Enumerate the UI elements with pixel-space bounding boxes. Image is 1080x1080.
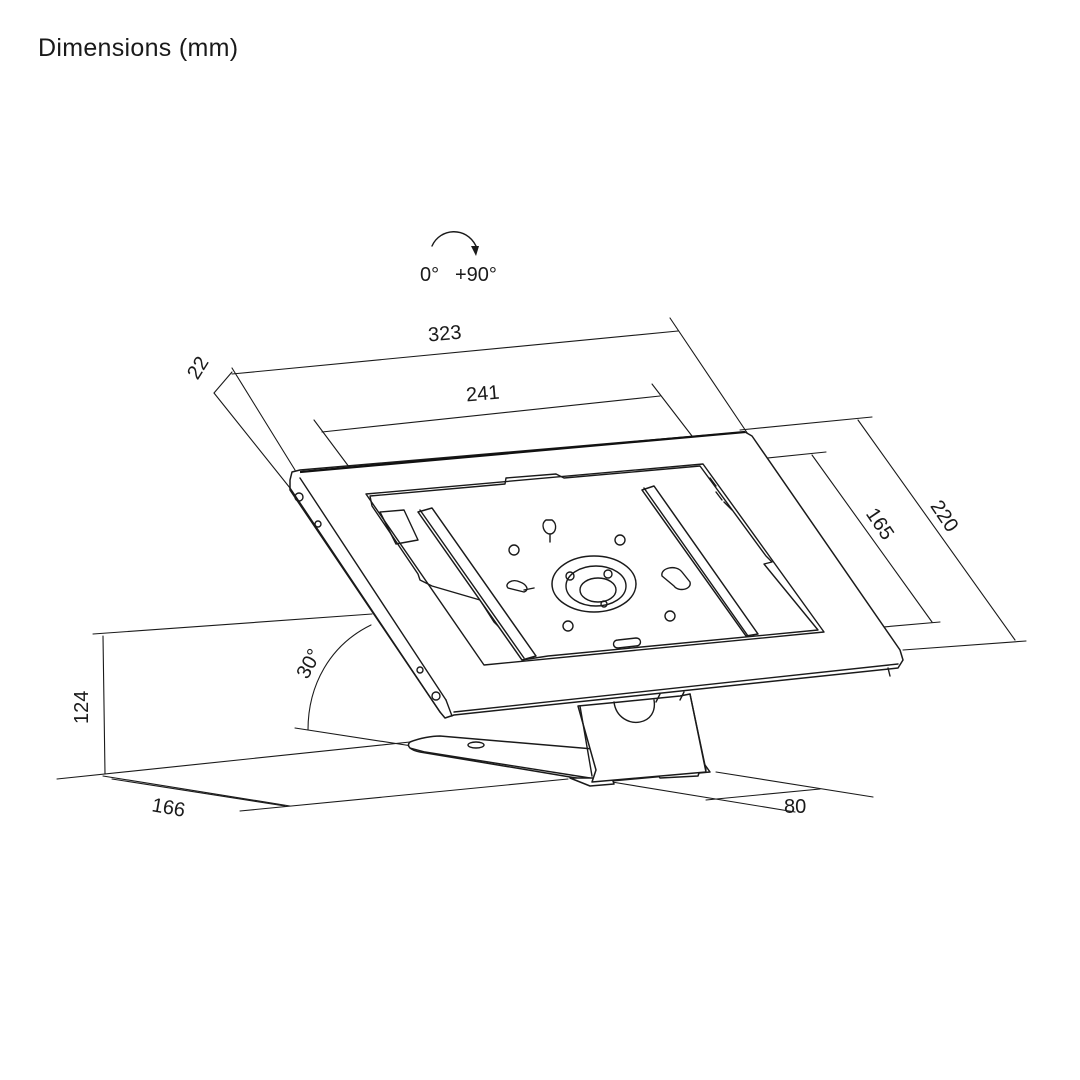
dim-overall-height: 220 bbox=[926, 496, 963, 536]
dim-overall-width: 323 bbox=[427, 322, 462, 347]
dim-220-lines bbox=[739, 416, 1027, 651]
dim-80-lines bbox=[611, 771, 874, 813]
rotation-start-label: 0° bbox=[420, 264, 439, 286]
dim-22-lines bbox=[213, 371, 291, 489]
dim-inner-height: 165 bbox=[861, 504, 898, 544]
angle-30-lines bbox=[294, 624, 413, 747]
stand-base bbox=[407, 693, 711, 787]
dim-166-lines bbox=[102, 775, 569, 812]
diagram-title: Dimensions (mm) bbox=[38, 34, 239, 62]
dim-base-depth: 166 bbox=[150, 794, 187, 821]
dim-124-lines bbox=[56, 613, 411, 780]
rotate-arrow-icon bbox=[431, 231, 479, 256]
dim-depth: 22 bbox=[183, 353, 213, 384]
rotation-end-label: +90° bbox=[455, 264, 497, 286]
dim-stand-height: 124 bbox=[71, 691, 93, 724]
dim-base-width: 80 bbox=[784, 796, 806, 818]
dim-inner-width: 241 bbox=[465, 382, 500, 407]
tablet-enclosure bbox=[289, 430, 904, 719]
dim-tilt-angle: 30° bbox=[292, 645, 326, 682]
